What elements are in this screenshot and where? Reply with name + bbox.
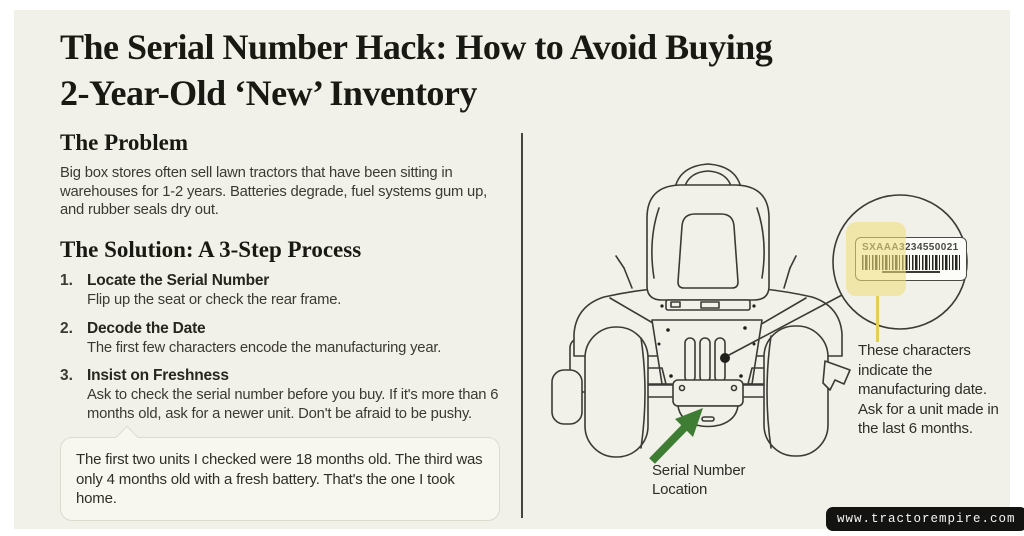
highlight-pointer-line xyxy=(876,296,879,342)
serial-number-text: SXAAA3234550021 xyxy=(862,242,959,253)
problem-heading: The Problem xyxy=(60,130,188,155)
tractor-seat xyxy=(646,163,770,311)
arrow-up-icon xyxy=(649,408,703,464)
step-item-2: 2. Decode the Date The first few charact… xyxy=(60,320,506,358)
serial-location-label: Serial Number Location xyxy=(652,462,746,498)
right-support-bracket xyxy=(822,360,851,391)
step-number: 1. xyxy=(60,271,73,289)
control-levers xyxy=(615,255,797,289)
step-title: Locate the Serial Number xyxy=(87,271,270,289)
title-line-1: The Serial Number Hack: How to Avoid Buy… xyxy=(60,27,773,67)
right-rear-wheel xyxy=(763,325,829,457)
title-line-2: 2-Year-Old ‘New’ Inventory xyxy=(60,73,477,114)
step-number: 3. xyxy=(60,367,73,385)
rear-frame-plate xyxy=(643,319,771,385)
step-item-1: 1. Locate the Serial Number Flip up the … xyxy=(60,272,506,310)
vertical-divider xyxy=(521,133,523,518)
speech-bubble-tail xyxy=(115,426,139,449)
step-description: Flip up the seat or check the rear frame… xyxy=(87,291,342,308)
step-title: Insist on Freshness xyxy=(87,367,229,385)
testimonial-text: The first two units I checked were 18 mo… xyxy=(76,451,483,507)
step-title: Decode the Date xyxy=(87,319,206,337)
left-rear-wheel xyxy=(584,326,649,458)
solution-heading: The Solution: A 3-Step Process xyxy=(60,236,362,262)
watermark-text: www.tractorempire.com xyxy=(837,512,1016,526)
diagram-panel: SXAAA3234550021 These characters indicat… xyxy=(540,130,1020,530)
step-item-3: 3. Insist on Freshness Ask to check the … xyxy=(60,367,506,423)
serial-highlight-overlay xyxy=(846,222,906,296)
steps-list: 1. Locate the Serial Number Flip up the … xyxy=(60,272,506,424)
page-title: The Serial Number Hack: How to Avoid Buy… xyxy=(60,24,970,116)
manufacturing-date-annotation: These characters indicate the manufactur… xyxy=(858,342,999,437)
step-number: 2. xyxy=(60,319,73,337)
infographic-card: The Serial Number Hack: How to Avoid Buy… xyxy=(14,10,1024,531)
barcode-underline xyxy=(882,271,940,273)
callout-connector-line xyxy=(728,294,843,356)
testimonial-box: The first two units I checked were 18 mo… xyxy=(60,426,500,521)
problem-body: Big box stores often sell lawn tractors … xyxy=(60,165,488,219)
lawn-tractor-rear-illustration xyxy=(551,163,968,464)
article-column: The Problem Big box stores often sell la… xyxy=(60,130,506,521)
watermark-badge: www.tractorempire.com xyxy=(826,507,1024,531)
step-description: Ask to check the serial number before yo… xyxy=(87,387,499,422)
step-description: The first few characters encode the manu… xyxy=(87,339,442,356)
callout-anchor-dot xyxy=(720,353,730,363)
